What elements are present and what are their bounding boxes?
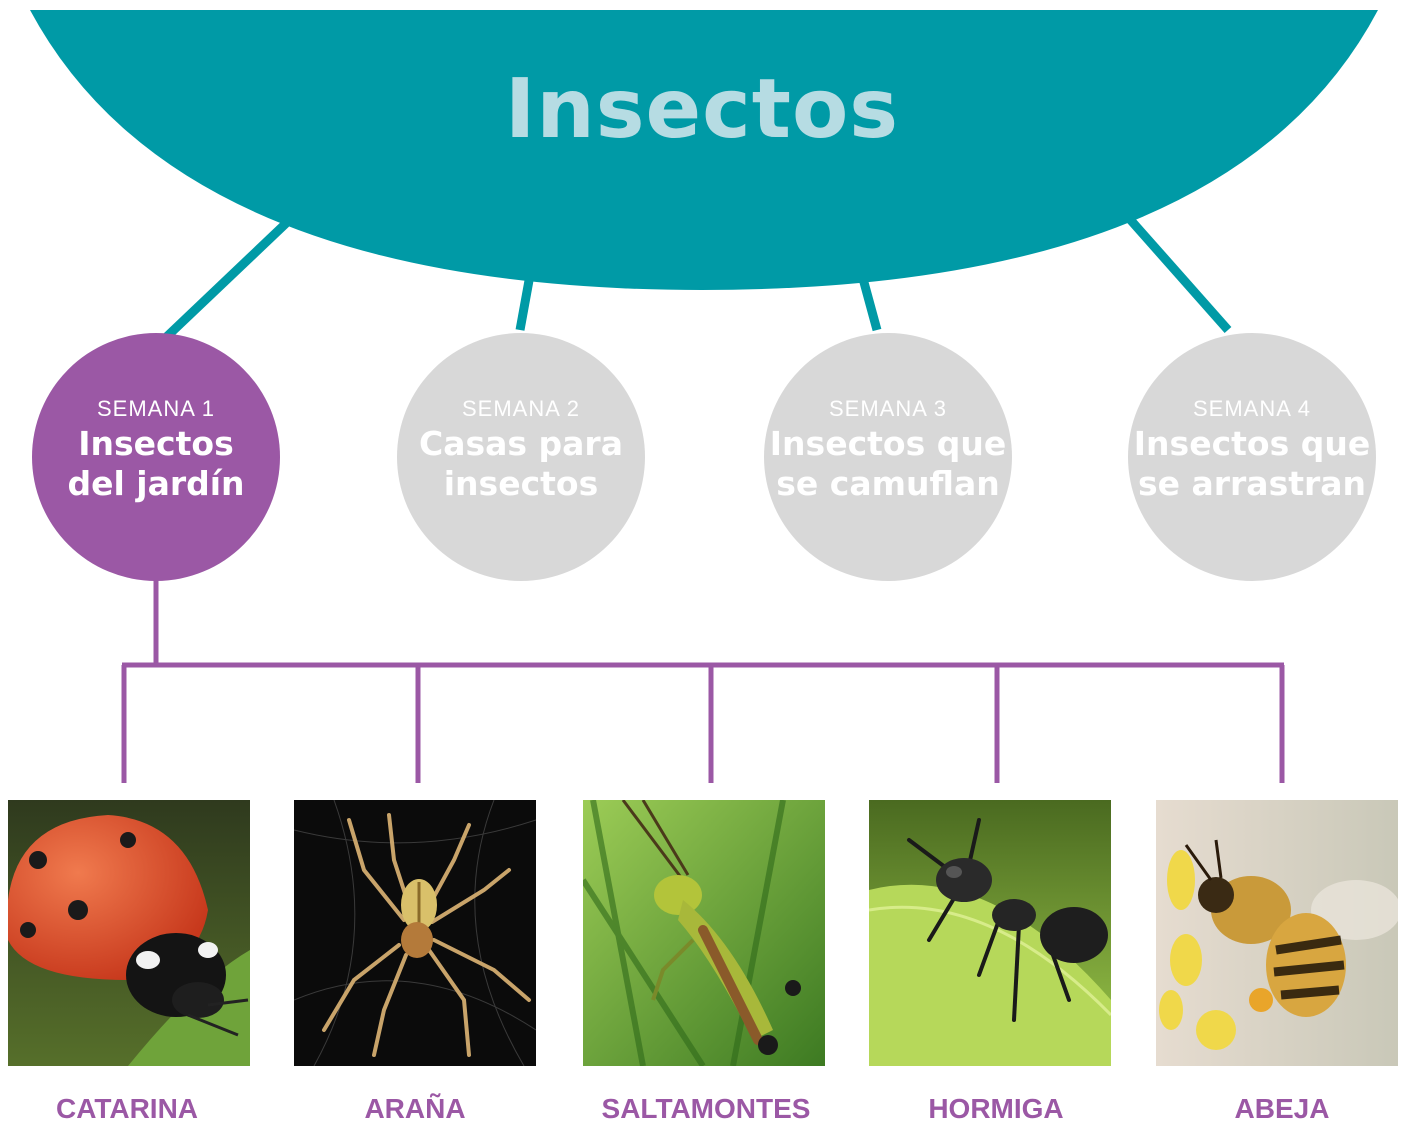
connector-week-4 — [1116, 205, 1232, 333]
connector-week-1 — [154, 206, 304, 349]
week-1-title-line-2: del jardín — [67, 464, 245, 503]
week-2-label: SEMANA 2 — [461, 396, 581, 421]
week-4-title-line-2: se arrastran — [1137, 464, 1367, 503]
week-4-node[interactable]: SEMANA 4 Insectos que se arrastran — [1128, 333, 1376, 581]
week-2-title-line-1: Casas para — [419, 424, 623, 463]
page-title: Insectos — [504, 62, 900, 157]
week-2-node[interactable]: SEMANA 2 Casas para insectos — [397, 333, 645, 581]
insect-name-catarina: CATARINA — [55, 1093, 199, 1124]
week-1-branch-lines — [121, 580, 1285, 783]
week-2-title-line-2: insectos — [443, 464, 599, 503]
week-3-title-line-1: Insectos que — [769, 424, 1007, 463]
bee-photo[interactable] — [1156, 800, 1398, 1066]
insect-name-hormiga: HORMIGA — [928, 1093, 1064, 1124]
connector-week-2 — [515, 274, 535, 331]
insect-name-abeja: ABEJA — [1234, 1093, 1330, 1124]
week-3-label: SEMANA 3 — [828, 396, 948, 421]
week-3-node[interactable]: SEMANA 3 Insectos que se camuflan — [764, 333, 1012, 581]
insect-name-saltamontes: SALTAMONTES — [601, 1093, 811, 1124]
header-bowl — [30, 10, 1378, 290]
grasshopper-photo[interactable] — [583, 800, 825, 1066]
week-1-node[interactable]: SEMANA 1 Insectos del jardín — [32, 333, 280, 581]
ladybug-photo[interactable] — [8, 800, 250, 1066]
week-1-title-line-1: Insectos — [78, 424, 234, 463]
insect-name-arana: ARAÑA — [364, 1093, 466, 1124]
week-4-label: SEMANA 4 — [1192, 396, 1312, 421]
week-3-title-line-2: se camuflan — [776, 464, 1000, 503]
week-4-title-line-1: Insectos que — [1133, 424, 1371, 463]
ant-photo[interactable] — [869, 800, 1111, 1066]
week-1-label: SEMANA 1 — [96, 396, 216, 421]
connector-week-3 — [857, 273, 882, 332]
spider-photo[interactable] — [294, 800, 536, 1066]
